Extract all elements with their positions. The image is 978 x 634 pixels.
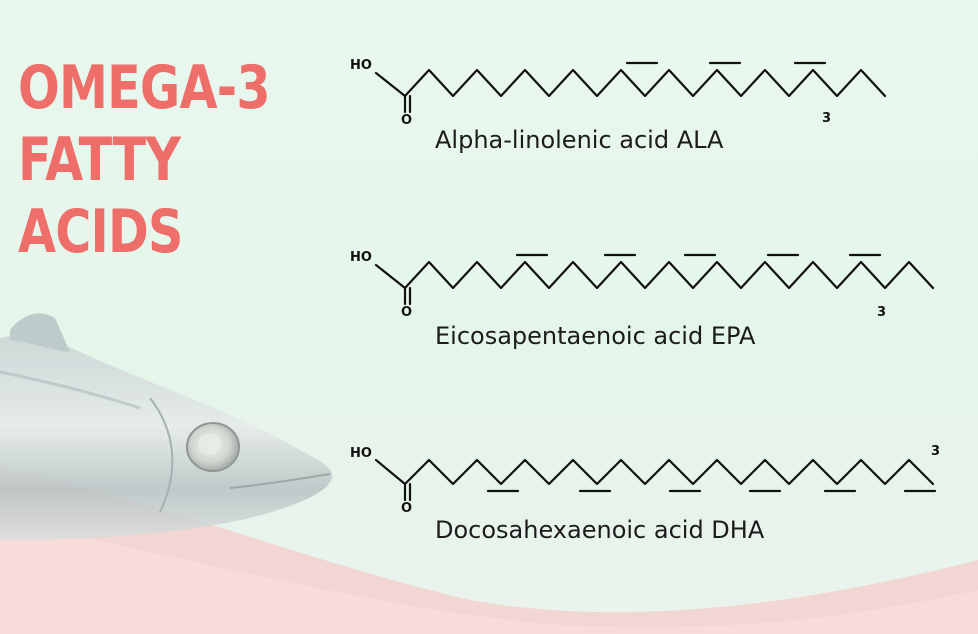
epa-omega-label: 3 [877, 305, 886, 320]
dha-carbonyl-label: O [401, 501, 412, 516]
epa-skeleton [374, 253, 935, 306]
ala-carbonyl-label: O [401, 113, 412, 128]
gill-line [149, 397, 174, 513]
title-line-omega-3: OMEGA-3 [18, 53, 271, 123]
mouth-line [229, 473, 331, 489]
dorsal-fin [10, 313, 70, 352]
dha-skeleton [374, 458, 937, 502]
ala-hydroxyl-label: HO [350, 58, 372, 73]
epa-hydroxyl-label: HO [350, 250, 372, 265]
title-line-fatty: FATTY [18, 125, 181, 195]
ala-name: Alpha-linolenic acid ALA [435, 126, 724, 154]
bottom-wave-light [0, 520, 978, 634]
title-line-acids: ACIDS [18, 197, 183, 267]
stripe [0, 370, 141, 410]
epa-carbonyl-label: O [401, 305, 412, 320]
dha-omega-label: 3 [931, 444, 940, 459]
fish-illustration [0, 313, 333, 540]
ala-skeleton [374, 61, 887, 114]
epa-name: Eicosapentaenoic acid EPA [435, 322, 756, 350]
ala-omega-label: 3 [822, 111, 831, 126]
dha-name: Docosahexaenoic acid DHA [435, 516, 765, 544]
dha-hydroxyl-label: HO [350, 446, 372, 461]
